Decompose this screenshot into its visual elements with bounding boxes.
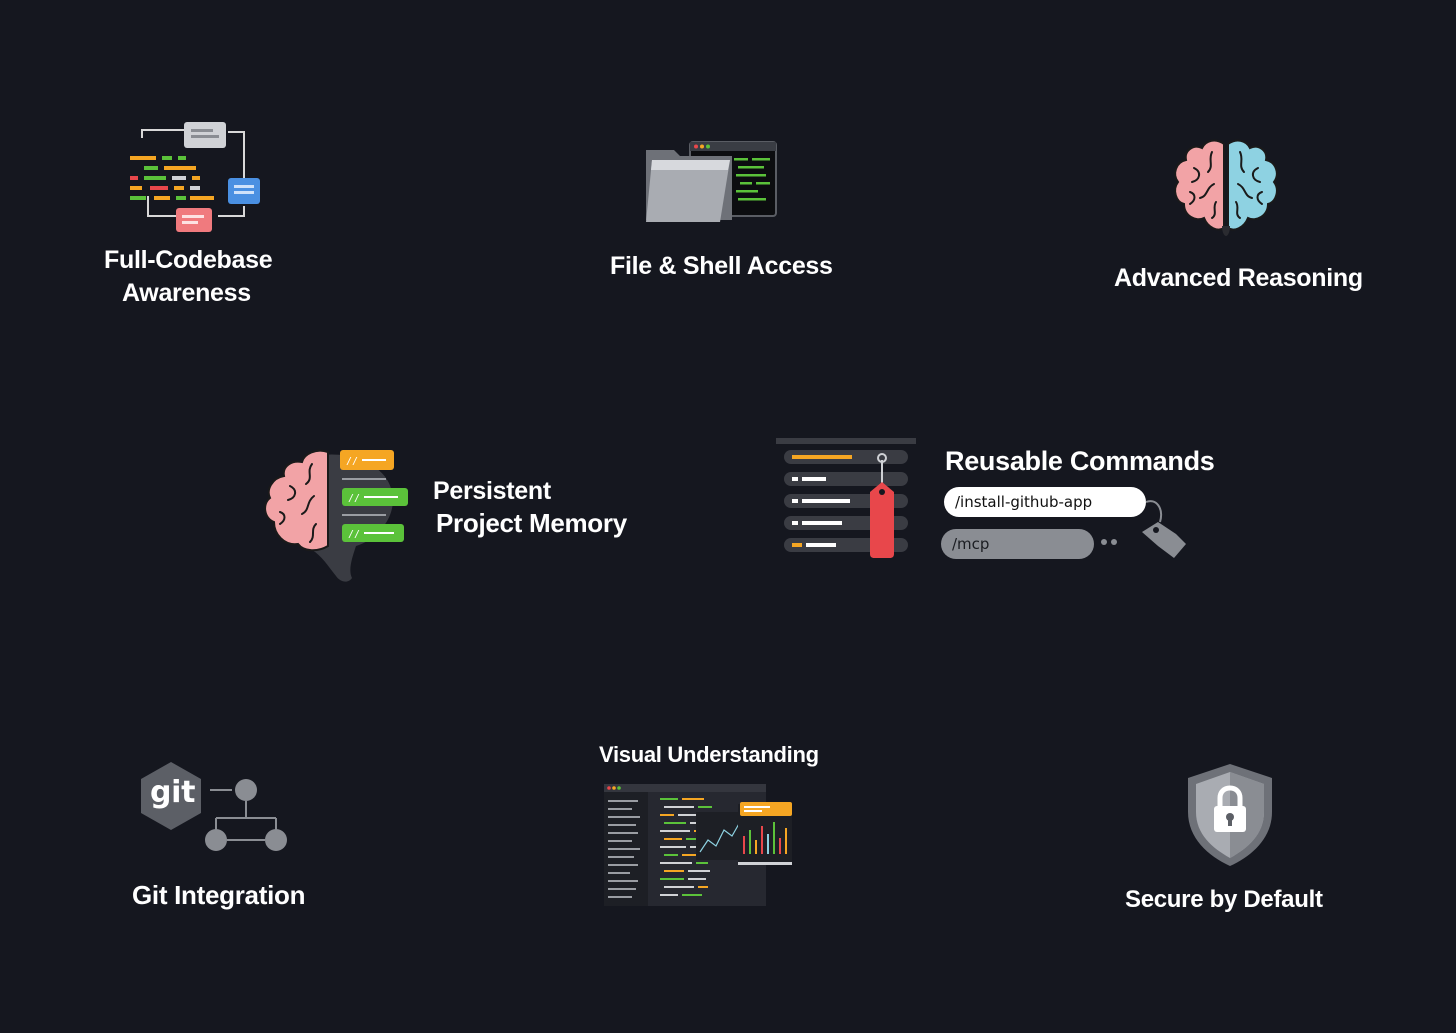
visual-label: Visual Understanding [599,742,819,767]
command-list-tag-icon [776,438,916,558]
folder-terminal-icon [646,141,777,222]
full-codebase-label-line2: Awareness [122,279,251,307]
git-logo-icon [141,762,201,830]
svg-text://: // [348,493,360,504]
git-label: Git Integration [132,880,306,910]
shield-lock-icon [1188,764,1272,866]
screenshot-editor-icon [604,784,792,906]
secure-label: Secure by Default [1125,886,1323,913]
brain-memory-icon: // // // [264,449,408,582]
command-mcp[interactable]: /mcp [941,529,1094,559]
memory-label-line1: Persistent [433,477,551,505]
svg-text://: // [348,529,360,540]
full-codebase-label-line1: Full-Codebase [104,246,273,274]
memory-label-line2: Project Memory [436,508,627,538]
reasoning-label: Advanced Reasoning [1114,264,1363,292]
commands-label: Reusable Commands [945,446,1215,476]
command-install-github-app[interactable]: /install-github-app [944,487,1146,517]
tag-icon [1101,500,1186,558]
codebase-graph-icon [130,122,260,232]
git-branch-icon [205,779,287,851]
brain-icon [1174,139,1278,236]
svg-text://: // [346,456,358,467]
file-shell-label: File & Shell Access [610,252,833,280]
git-logo-text: git [150,775,196,810]
